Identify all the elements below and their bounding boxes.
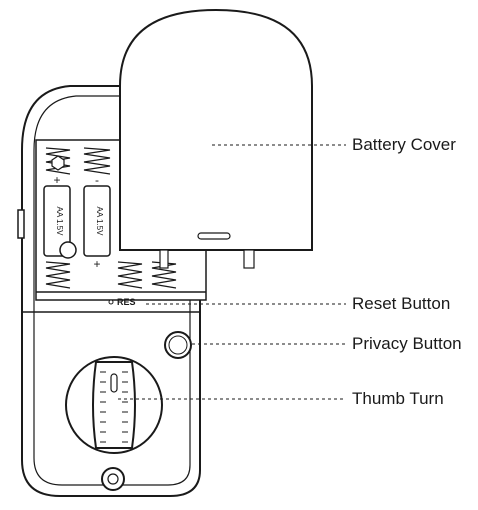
battery-left-text: AA 1.5V — [55, 207, 64, 237]
privacy-button-inner — [168, 335, 188, 355]
label-privacy-button: Privacy Button — [352, 334, 462, 353]
reset-dot — [108, 299, 114, 305]
reset-marking-text: RES — [117, 297, 136, 307]
battery-cover-slot — [197, 232, 231, 240]
label-thumb-turn: Thumb Turn — [352, 389, 444, 408]
battery-right — [83, 185, 111, 257]
battery-right-minus: - — [95, 173, 99, 187]
spring-far-bottom — [151, 261, 177, 289]
screw-left — [59, 241, 77, 259]
battery-cover[interactable] — [119, 8, 313, 251]
label-reset-button: Reset Button — [352, 294, 451, 313]
thumb-turn-indicator — [110, 373, 118, 393]
nut-left-top — [51, 155, 65, 171]
thumb-turn-grip-lines — [100, 371, 128, 443]
spring-left-bottom — [45, 261, 71, 289]
battery-right-text: AA 1.5V — [95, 207, 104, 237]
cover-tab-left — [159, 249, 169, 269]
spring-right-bottom — [117, 261, 143, 289]
battery-right-plus: + — [93, 257, 100, 271]
thumb-turn-knob[interactable] — [92, 361, 136, 449]
label-battery-cover: Battery Cover — [352, 135, 456, 154]
battery-left-plus: + — [53, 173, 60, 187]
side-tab — [17, 209, 25, 239]
cover-tab-right — [243, 249, 255, 269]
battery-left — [43, 185, 71, 257]
bottom-screw-inner — [107, 473, 119, 485]
spring-right-top — [83, 147, 111, 175]
lock-body-inner-edge — [33, 95, 191, 486]
